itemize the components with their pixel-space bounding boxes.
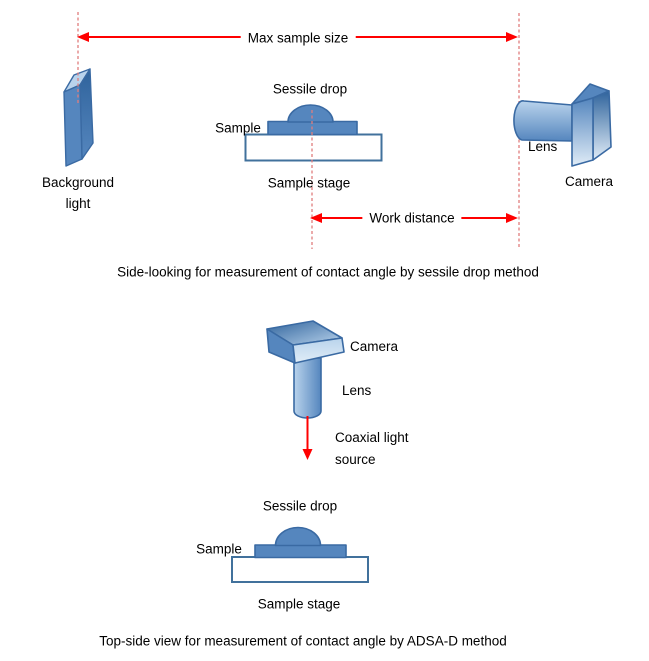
background-light-front-face	[63, 84, 83, 167]
camera-body-front-face-side	[571, 97, 594, 167]
max-sample-size-label: Max sample size	[240, 30, 356, 46]
sessile-drop-topview-shape	[274, 526, 322, 547]
sample-stage-label-topview: Sample stage	[257, 596, 341, 612]
sessile-drop-side-shape	[287, 104, 334, 123]
sample-label-topview: Sample	[196, 541, 242, 557]
sessile-drop-label-topview: Sessile drop	[262, 498, 338, 514]
lens-label-topview: Lens	[342, 383, 372, 398]
background-light-label: Background light	[42, 172, 114, 214]
sample-stage-side-shape	[244, 133, 383, 162]
camera-lens-side-shape	[513, 100, 573, 142]
coaxial-light-label-line2: source	[335, 452, 376, 467]
top-view-caption: Top-side view for measurement of contact…	[99, 633, 507, 649]
coaxial-light-source-label: Coaxial light source	[335, 427, 409, 471]
sample-bar-topview-shape	[254, 544, 347, 559]
background-light-label-line2: light	[65, 196, 91, 211]
sample-label-side: Sample	[215, 120, 261, 136]
camera-lens-topview-shape	[293, 357, 322, 419]
side-view-caption: Side-looking for measurement of contact …	[117, 264, 539, 280]
sessile-drop-label-side: Sessile drop	[272, 81, 348, 97]
coaxial-light-label-line1: Coaxial light	[335, 430, 409, 445]
lens-label-side: Lens	[528, 139, 558, 154]
camera-body-right-face-side	[592, 90, 612, 161]
work-distance-label: Work distance	[362, 210, 462, 226]
coaxial-light-arrow	[302, 416, 313, 460]
sample-stage-label-side: Sample stage	[267, 175, 351, 191]
sample-stage-topview-shape	[231, 556, 369, 583]
camera-label-topview: Camera	[350, 339, 399, 354]
background-light-label-line1: Background	[41, 175, 115, 190]
camera-label-side: Camera	[565, 174, 614, 189]
camera-body-front-face-topview	[292, 337, 345, 364]
